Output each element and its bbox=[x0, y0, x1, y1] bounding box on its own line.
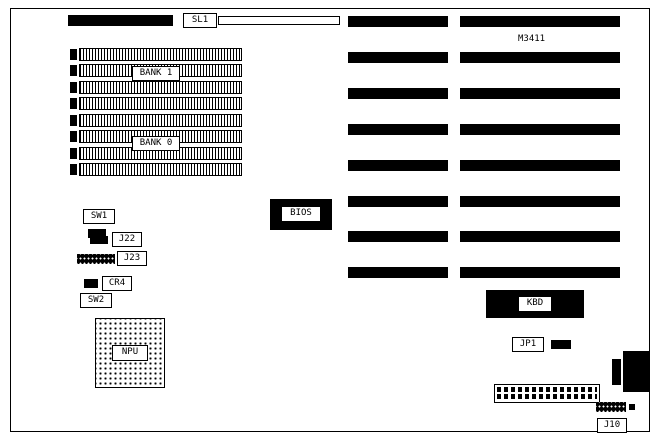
label-j22: J22 bbox=[112, 232, 142, 247]
sl1-slot-bar bbox=[218, 16, 340, 25]
j10-component bbox=[629, 404, 635, 410]
sw1-switch bbox=[88, 229, 106, 238]
board-outline bbox=[10, 8, 650, 432]
expansion-slot bbox=[348, 52, 448, 63]
expansion-slot bbox=[348, 16, 448, 27]
label-kbd: KBD bbox=[518, 296, 552, 312]
cr4-component bbox=[84, 279, 98, 288]
expansion-slot bbox=[348, 196, 448, 207]
din-connector-inner bbox=[612, 359, 621, 385]
simm-socket bbox=[70, 48, 242, 61]
expansion-slot bbox=[348, 160, 448, 171]
model-label: M3411 bbox=[518, 34, 546, 44]
label-jp1: JP1 bbox=[512, 337, 544, 352]
jp1-connector bbox=[551, 340, 571, 349]
simm-socket bbox=[70, 81, 242, 94]
label-sw2: SW2 bbox=[80, 293, 112, 308]
j22-connector bbox=[90, 236, 108, 244]
expansion-slot bbox=[348, 88, 448, 99]
simm-socket bbox=[70, 114, 242, 127]
expansion-slot bbox=[460, 196, 620, 207]
label-sl1: SL1 bbox=[183, 13, 217, 28]
label-bank0: BANK 0 bbox=[132, 136, 180, 151]
label-j23: J23 bbox=[117, 251, 147, 266]
sl1-component bbox=[155, 18, 163, 25]
expansion-slot bbox=[460, 52, 620, 63]
simm-socket bbox=[70, 163, 242, 176]
expansion-slot bbox=[460, 124, 620, 135]
label-npu: NPU bbox=[112, 345, 148, 361]
expansion-slot bbox=[460, 16, 620, 27]
j23-connector bbox=[77, 254, 115, 264]
pin-row bbox=[497, 394, 597, 399]
expansion-slot bbox=[348, 267, 448, 278]
expansion-slot bbox=[460, 267, 620, 278]
keyboard-din-connector bbox=[623, 351, 650, 392]
label-bank1: BANK 1 bbox=[132, 66, 180, 81]
label-j10: J10 bbox=[597, 418, 627, 433]
j10-connector bbox=[596, 402, 626, 412]
expansion-slot bbox=[348, 124, 448, 135]
pin-row bbox=[497, 387, 597, 392]
top-left-slot-bar bbox=[68, 15, 173, 26]
expansion-slot bbox=[460, 160, 620, 171]
label-cr4: CR4 bbox=[102, 276, 132, 291]
expansion-slot bbox=[460, 88, 620, 99]
label-bios: BIOS bbox=[281, 206, 321, 222]
expansion-slot bbox=[348, 231, 448, 242]
expansion-slot bbox=[460, 231, 620, 242]
label-sw1: SW1 bbox=[83, 209, 115, 224]
simm-socket bbox=[70, 97, 242, 110]
bottom-pin-header bbox=[494, 384, 600, 403]
